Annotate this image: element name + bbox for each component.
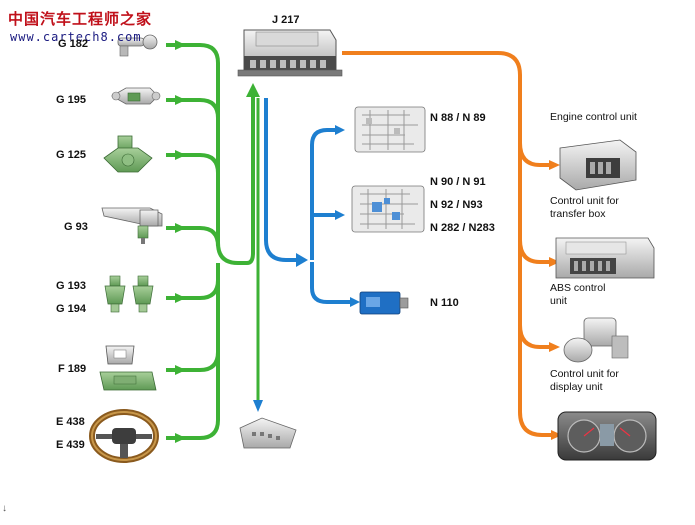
g195-sensor-icon: [111, 87, 161, 105]
label-n92-n93: N 92 / N93: [430, 199, 483, 211]
g125-sensor-icon: [103, 135, 153, 173]
valve-body-icon-2: [351, 185, 425, 233]
label-g193: G 193: [56, 280, 86, 292]
engine-ecu-icon: [559, 139, 637, 191]
actuator-arrowheads: [296, 125, 360, 307]
label-g182: G 182: [58, 38, 88, 50]
watermark-title: 中国汽车工程师之家: [8, 10, 153, 28]
g182-sensor-icon: [117, 34, 158, 57]
input-arrowheads: [175, 40, 260, 443]
label-f189: F 189: [58, 363, 87, 375]
abs-unit-icon: [555, 237, 655, 279]
label-n110: N 110: [430, 297, 459, 309]
display-unit-module-icon: [563, 317, 629, 363]
label-g194: G 194: [56, 303, 86, 315]
label-e439: E 439: [56, 439, 85, 451]
label-e438: E 438: [56, 416, 85, 428]
actuator-signal-bus: [264, 98, 352, 304]
watermark-url: www.cartech8.com: [10, 30, 142, 44]
label-g195: G 195: [56, 94, 86, 106]
label-n282-n283: N 282 / N283: [430, 222, 495, 234]
label-g93: G 93: [64, 221, 88, 233]
label-n88-n89: N 88 / N 89: [430, 112, 486, 124]
instrument-cluster-icon: [557, 411, 657, 461]
label-g125: G 125: [56, 149, 86, 161]
n110-solenoid-icon: [359, 291, 409, 315]
label-j217: J 217: [272, 14, 300, 26]
steering-wheel-icon: [89, 409, 159, 463]
label-display-control-unit: Control unit for display unit: [550, 368, 619, 393]
label-n90-n91: N 90 / N 91: [430, 176, 486, 188]
j217-control-unit-icon: [237, 29, 343, 77]
valve-body-icon: [354, 106, 426, 153]
f189-switch-icon: [99, 345, 157, 391]
input-signal-bus: [166, 43, 255, 440]
footer-mark: ↓: [2, 503, 7, 514]
label-transfer-box-control-unit: Control unit for transfer box: [550, 195, 619, 220]
output-arrowheads: [549, 160, 562, 440]
g93-sensor-icon: [101, 207, 163, 244]
label-engine-control-unit: Engine control unit: [550, 111, 637, 123]
output-signal-bus: [342, 51, 552, 437]
diagnostic-line: [253, 98, 263, 412]
diagnostic-connector-icon: [239, 417, 297, 449]
g193-g194-sensor-icon: [104, 275, 154, 313]
label-abs-control-unit: ABS control unit: [550, 282, 606, 307]
